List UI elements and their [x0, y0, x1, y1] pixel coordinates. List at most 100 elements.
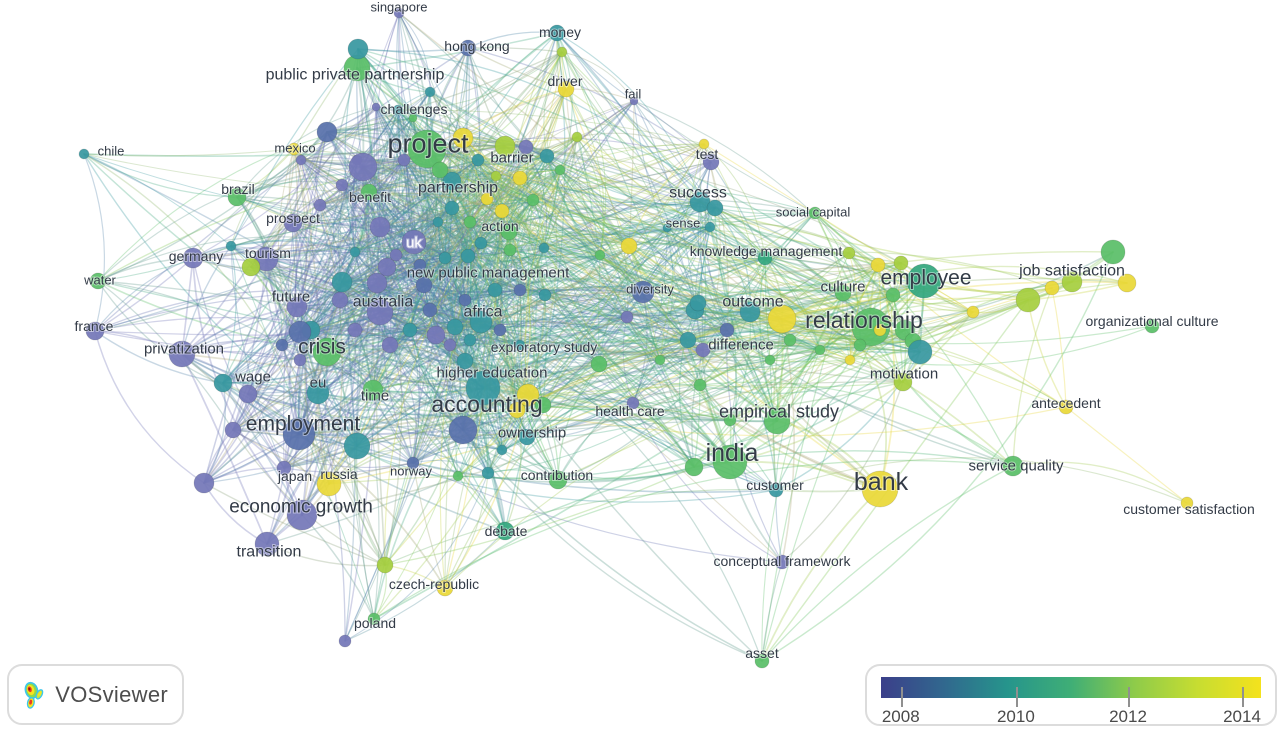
node[interactable] — [444, 200, 460, 216]
node[interactable] — [679, 331, 697, 349]
edge — [480, 242, 600, 365]
node[interactable] — [474, 236, 488, 250]
node[interactable] — [1100, 239, 1126, 265]
node[interactable] — [438, 251, 452, 265]
node[interactable] — [369, 216, 391, 238]
node[interactable] — [225, 240, 237, 252]
edge — [354, 329, 464, 431]
edge — [599, 254, 881, 332]
node[interactable] — [432, 216, 444, 228]
node[interactable] — [335, 178, 349, 192]
node[interactable] — [376, 556, 394, 574]
node[interactable] — [556, 46, 568, 58]
node[interactable] — [538, 242, 550, 254]
node[interactable] — [402, 322, 418, 338]
node[interactable] — [448, 415, 478, 445]
node[interactable] — [471, 153, 485, 167]
node[interactable] — [526, 193, 540, 207]
node[interactable] — [443, 338, 457, 352]
edge — [362, 166, 386, 566]
node-new-public-management[interactable] — [460, 248, 476, 264]
node[interactable] — [494, 203, 510, 219]
node-exploratory-study[interactable] — [590, 355, 608, 373]
node[interactable] — [1015, 287, 1041, 313]
node-wage[interactable] — [213, 373, 233, 393]
edge — [328, 475, 459, 485]
edge — [409, 257, 446, 331]
node[interactable] — [371, 102, 381, 112]
edge — [203, 257, 446, 484]
node[interactable] — [689, 294, 707, 312]
node[interactable] — [1044, 280, 1060, 296]
node[interactable] — [513, 283, 527, 297]
node[interactable] — [424, 86, 436, 98]
node[interactable] — [853, 338, 867, 352]
node[interactable] — [620, 237, 638, 255]
node[interactable] — [426, 325, 446, 345]
node[interactable] — [331, 271, 353, 293]
node[interactable] — [512, 170, 528, 186]
node[interactable] — [554, 164, 566, 176]
node[interactable] — [907, 339, 933, 365]
edge — [598, 254, 601, 365]
node[interactable] — [463, 215, 477, 229]
node[interactable] — [366, 272, 388, 294]
node[interactable] — [885, 287, 901, 303]
node[interactable] — [503, 243, 517, 257]
node[interactable] — [539, 148, 555, 164]
vosviewer-logo-panel[interactable]: VOSviewer — [7, 664, 184, 725]
node[interactable] — [706, 199, 724, 217]
node[interactable] — [844, 354, 856, 366]
edge — [247, 393, 414, 464]
node[interactable] — [571, 131, 583, 143]
node[interactable] — [381, 336, 399, 354]
node[interactable] — [783, 333, 797, 347]
node[interactable] — [224, 421, 242, 439]
node[interactable] — [349, 246, 361, 258]
edge — [633, 100, 712, 163]
edge — [626, 264, 879, 318]
node[interactable] — [316, 121, 338, 143]
node[interactable] — [654, 354, 666, 366]
edge — [451, 180, 634, 404]
edge — [419, 210, 503, 266]
node[interactable] — [422, 302, 438, 318]
node[interactable] — [452, 470, 464, 482]
node[interactable] — [684, 457, 704, 477]
node[interactable] — [487, 282, 503, 298]
node[interactable] — [842, 246, 856, 260]
node[interactable] — [193, 472, 215, 494]
node[interactable] — [389, 248, 403, 262]
node[interactable] — [620, 310, 634, 324]
node[interactable] — [446, 318, 464, 336]
node[interactable] — [496, 444, 508, 456]
node[interactable] — [275, 338, 289, 352]
node[interactable] — [719, 322, 735, 338]
node[interactable] — [481, 466, 495, 480]
node[interactable] — [966, 305, 980, 319]
node[interactable] — [343, 432, 371, 460]
node[interactable] — [347, 38, 369, 60]
node[interactable] — [764, 354, 776, 366]
edge — [376, 264, 879, 326]
node[interactable] — [338, 634, 352, 648]
edge — [403, 159, 482, 244]
node[interactable] — [463, 333, 477, 347]
node[interactable] — [693, 378, 707, 392]
node[interactable] — [347, 322, 363, 338]
node[interactable] — [814, 344, 826, 356]
edge — [509, 249, 696, 311]
edge — [301, 100, 635, 516]
node[interactable] — [594, 249, 606, 261]
node-chile[interactable] — [78, 148, 90, 160]
edge — [397, 109, 705, 145]
node[interactable] — [493, 323, 507, 337]
node[interactable] — [704, 221, 716, 233]
node[interactable] — [295, 154, 307, 166]
node[interactable] — [538, 288, 552, 302]
node[interactable] — [431, 161, 449, 179]
node[interactable] — [331, 291, 349, 309]
node[interactable] — [348, 152, 378, 182]
node[interactable] — [238, 384, 258, 404]
